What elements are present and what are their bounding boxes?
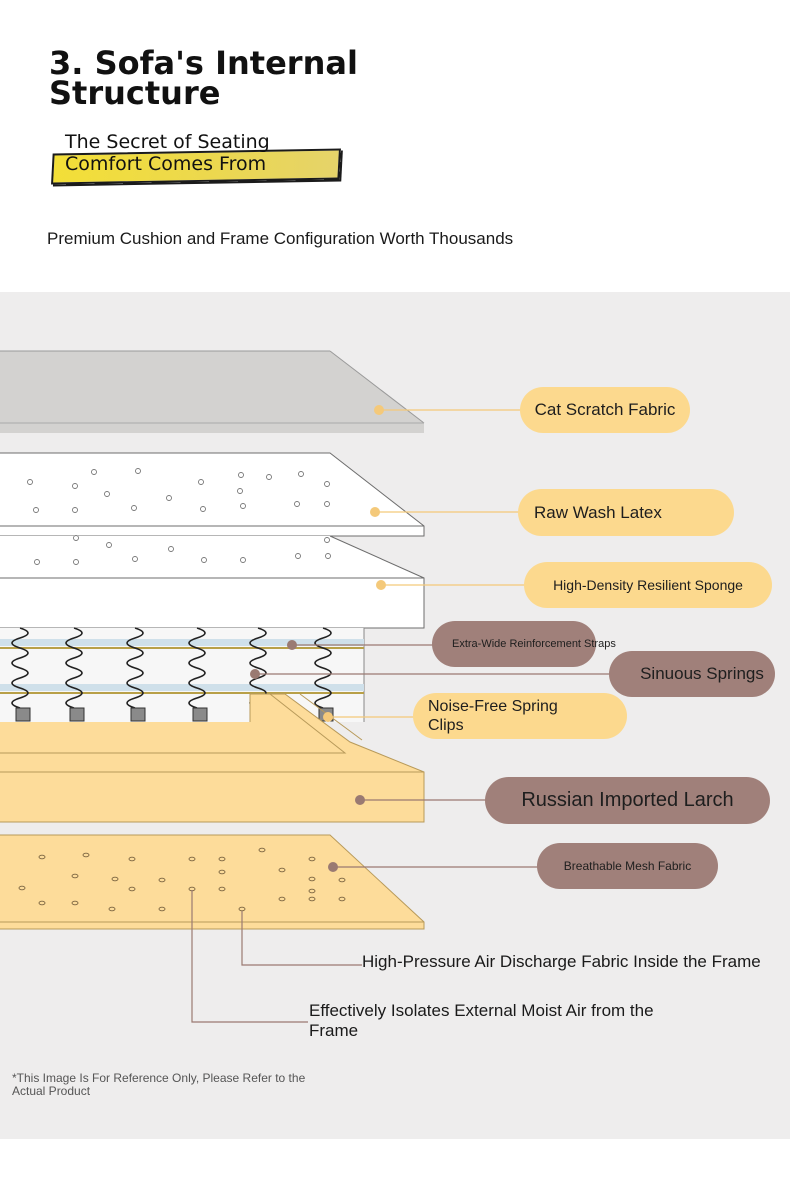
subtitle-text: The Secret of Seating Comfort Comes From — [65, 131, 270, 175]
subtitle-banner: The Secret of Seating Comfort Comes From — [50, 131, 341, 185]
spring-layer — [0, 627, 365, 722]
layer-illustration — [0, 350, 610, 1023]
tagline: Premium Cushion and Frame Configuration … — [47, 229, 514, 248]
label-russian-larch: Russian Imported Larch — [485, 777, 770, 824]
fabric-layer — [0, 350, 425, 433]
page-title: 3. Sofa's Internal Structure — [49, 44, 358, 112]
label-spring-clips: Noise-Free Spring Clips — [413, 693, 627, 739]
leader-lines — [191, 405, 610, 1023]
disclaimer: *This Image Is For Reference Only, Pleas… — [12, 1071, 306, 1098]
note-air-discharge: High-Pressure Air Discharge Fabric Insid… — [362, 952, 761, 971]
sponge-layer — [0, 535, 425, 629]
label-raw-wash-latex: Raw Wash Latex — [518, 489, 734, 536]
label-reinforcement-straps: Extra-Wide Reinforcement Straps — [432, 621, 616, 667]
structure-diagram: Cat Scratch Fabric Raw Wash Latex High-D… — [0, 292, 790, 1139]
latex-layer — [0, 452, 425, 537]
label-high-density-sponge: High-Density Resilient Sponge — [524, 562, 772, 608]
label-sinuous-springs: Sinuous Springs — [609, 651, 775, 697]
note-moist-air: Effectively Isolates External Moist Air … — [309, 1001, 654, 1040]
label-cat-scratch-fabric: Cat Scratch Fabric — [520, 387, 690, 433]
label-breathable-mesh: Breathable Mesh Fabric — [537, 843, 718, 889]
mesh-fabric-layer — [0, 834, 425, 930]
larch-frame-layer — [0, 693, 425, 823]
